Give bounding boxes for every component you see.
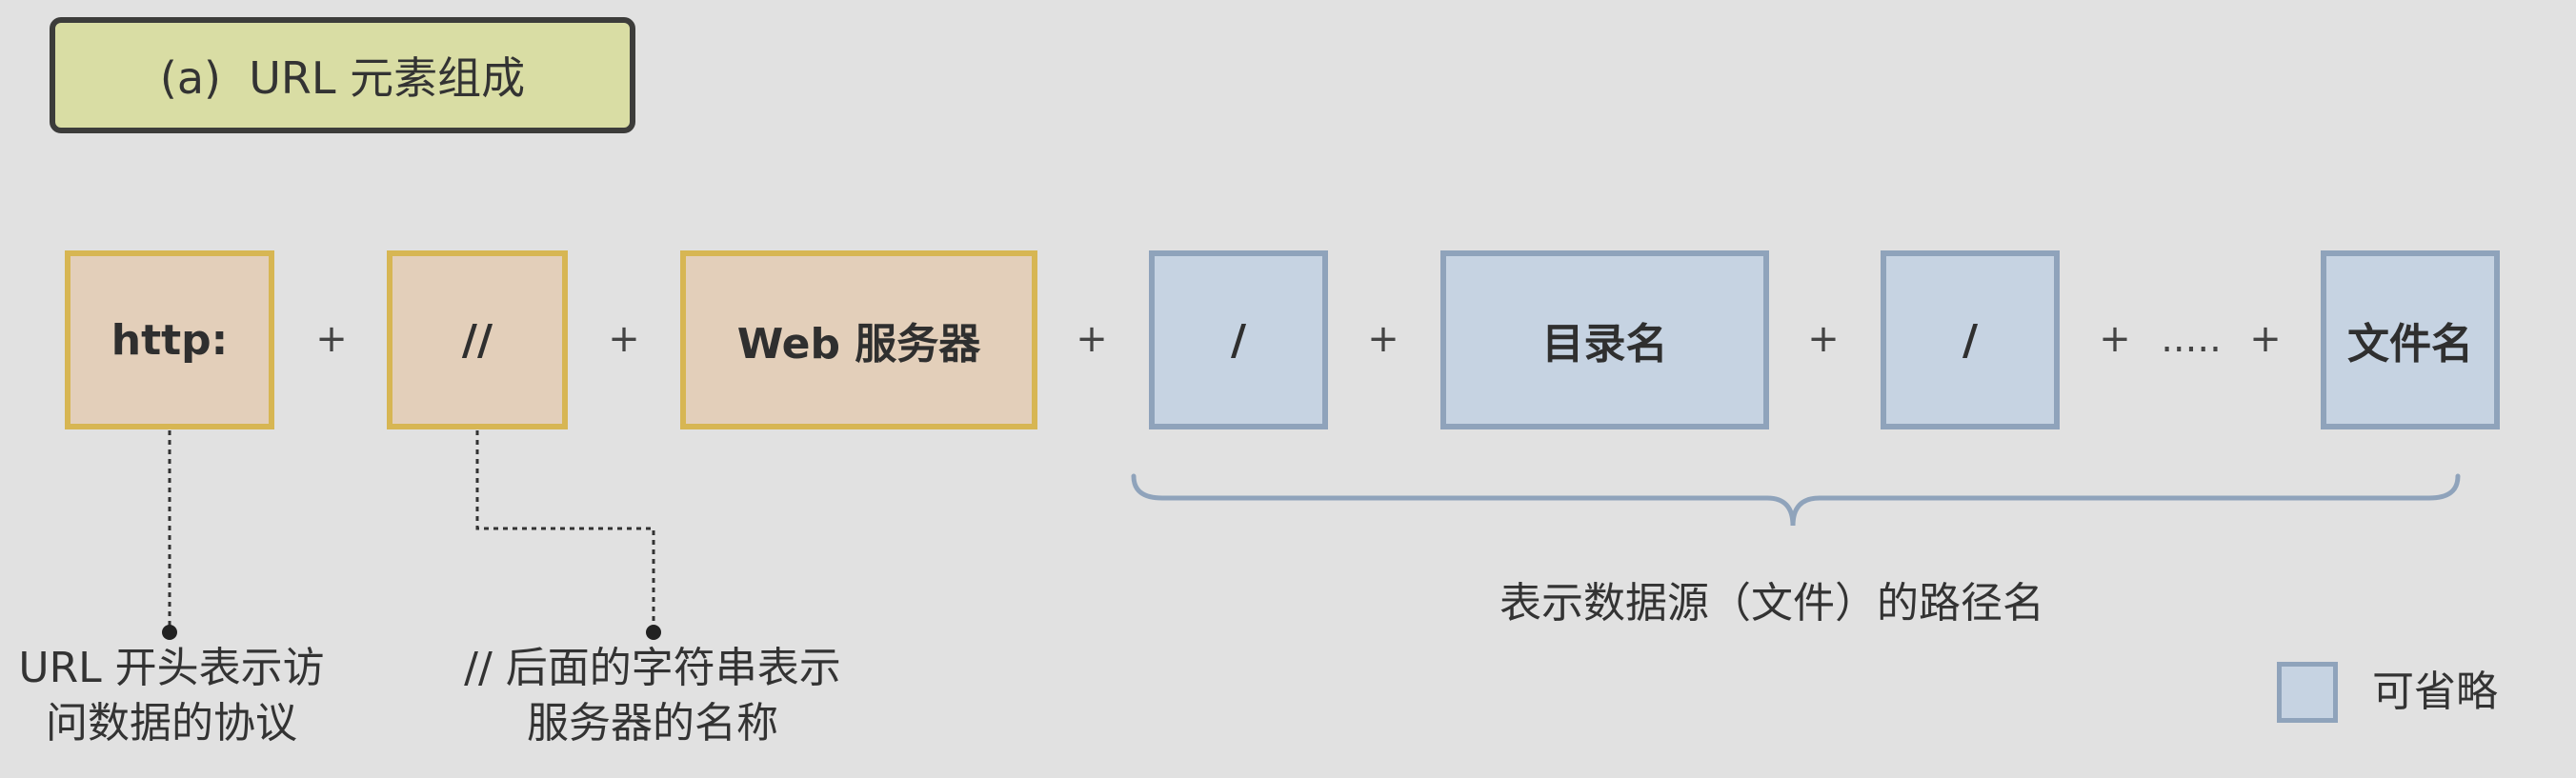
protocol-annotation: URL 开头表示访 问数据的协议	[0, 641, 343, 751]
legend-optional-swatch	[2277, 662, 2338, 723]
server-annotation: // 后面的字符串表示 服务器的名称	[429, 641, 876, 751]
segment-slash-1: /	[1149, 250, 1328, 429]
server-annotation-line-1: // 后面的字符串表示	[464, 644, 841, 692]
server-connector	[475, 430, 655, 632]
protocol-connector-dot	[162, 625, 177, 640]
segment-directory: 目录名	[1440, 250, 1769, 429]
protocol-annotation-line-2: 问数据的协议	[46, 699, 297, 748]
segment-web-server: Web 服务器	[680, 250, 1037, 429]
plus-operator: +	[2249, 317, 2282, 361]
server-annotation-line-2: 服务器的名称	[527, 699, 778, 748]
segment-http: http:	[65, 250, 274, 429]
path-brace	[1131, 473, 2461, 527]
plus-operator: +	[315, 317, 348, 361]
protocol-annotation-line-1: URL 开头表示访	[18, 644, 325, 692]
plus-operator: +	[608, 317, 640, 361]
ellipsis: .....	[2161, 317, 2222, 361]
plus-operator: +	[1367, 317, 1399, 361]
plus-operator: +	[2099, 317, 2131, 361]
plus-operator: +	[1076, 317, 1108, 361]
segment-slashes: //	[387, 250, 568, 429]
path-annotation: 表示数据源（文件）的路径名	[1499, 579, 2044, 628]
server-connector-dot	[646, 625, 661, 640]
diagram-title: (a) URL 元素组成	[50, 17, 635, 133]
legend-optional-label: 可省略	[2372, 668, 2498, 716]
segment-slash-2: /	[1881, 250, 2060, 429]
plus-operator: +	[1807, 317, 1840, 361]
segment-file-name: 文件名	[2321, 250, 2500, 429]
